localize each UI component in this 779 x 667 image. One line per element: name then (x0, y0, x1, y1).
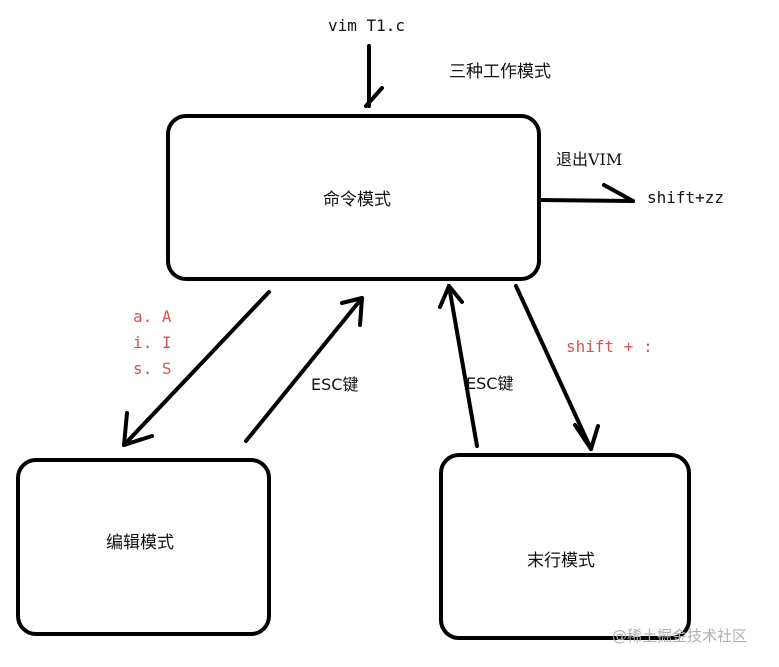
edit-to-command-arrow (244, 296, 364, 443)
edit-key-a: a. A (133, 307, 172, 326)
command-mode-label: 命令模式 (323, 190, 391, 210)
exit-arrow (537, 183, 635, 203)
watermark: @稀土掘金技术社区 (612, 627, 747, 645)
modes-title: 三种工作模式 (449, 62, 551, 82)
lastline-key-label: shift + : (566, 337, 653, 356)
command-mode-box (166, 114, 541, 281)
input-arrow (364, 44, 384, 108)
lastline-mode-box (439, 453, 691, 640)
lastline-mode-label: 末行模式 (527, 551, 595, 571)
command-to-edit-arrow (122, 290, 271, 447)
edit-key-s: s. S (133, 359, 172, 378)
edit-keys-list: a. A i. I s. S (133, 307, 172, 378)
edit-mode-box (16, 458, 271, 636)
edit-key-i: i. I (133, 333, 172, 352)
command-to-lastline-arrow (514, 284, 600, 451)
lastline-to-command-arrow (438, 284, 479, 448)
input-command-label: vim T1.c (328, 16, 405, 35)
edit-mode-label: 编辑模式 (106, 533, 174, 553)
edit-esc-label: ESC键 (311, 375, 358, 394)
exit-label: 退出VIM (556, 150, 622, 169)
lastline-esc-label: ESC键 (466, 374, 513, 393)
exit-key-label: shift+zz (647, 188, 724, 207)
